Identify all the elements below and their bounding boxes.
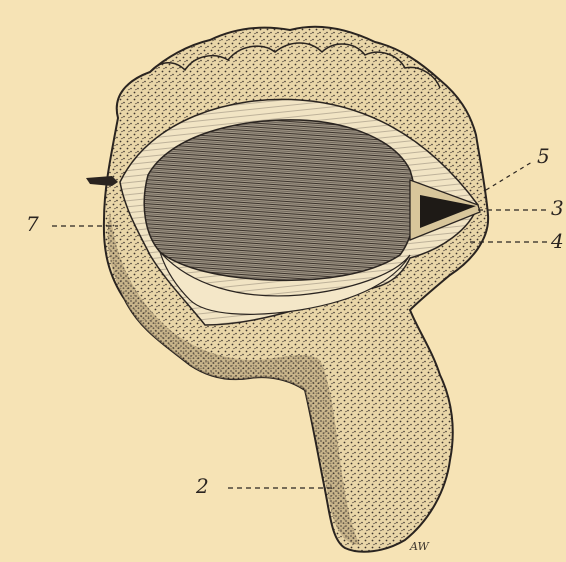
label-2: 2 xyxy=(196,476,209,496)
central-orb xyxy=(144,120,415,280)
label-5: 5 xyxy=(537,146,550,166)
label-4: 4 xyxy=(551,231,564,251)
left-hook xyxy=(86,176,118,186)
label-7: 7 xyxy=(26,214,39,234)
engraver-signature: AW xyxy=(410,540,429,553)
label-3: 3 xyxy=(551,198,564,218)
leader-line-5 xyxy=(486,162,532,190)
